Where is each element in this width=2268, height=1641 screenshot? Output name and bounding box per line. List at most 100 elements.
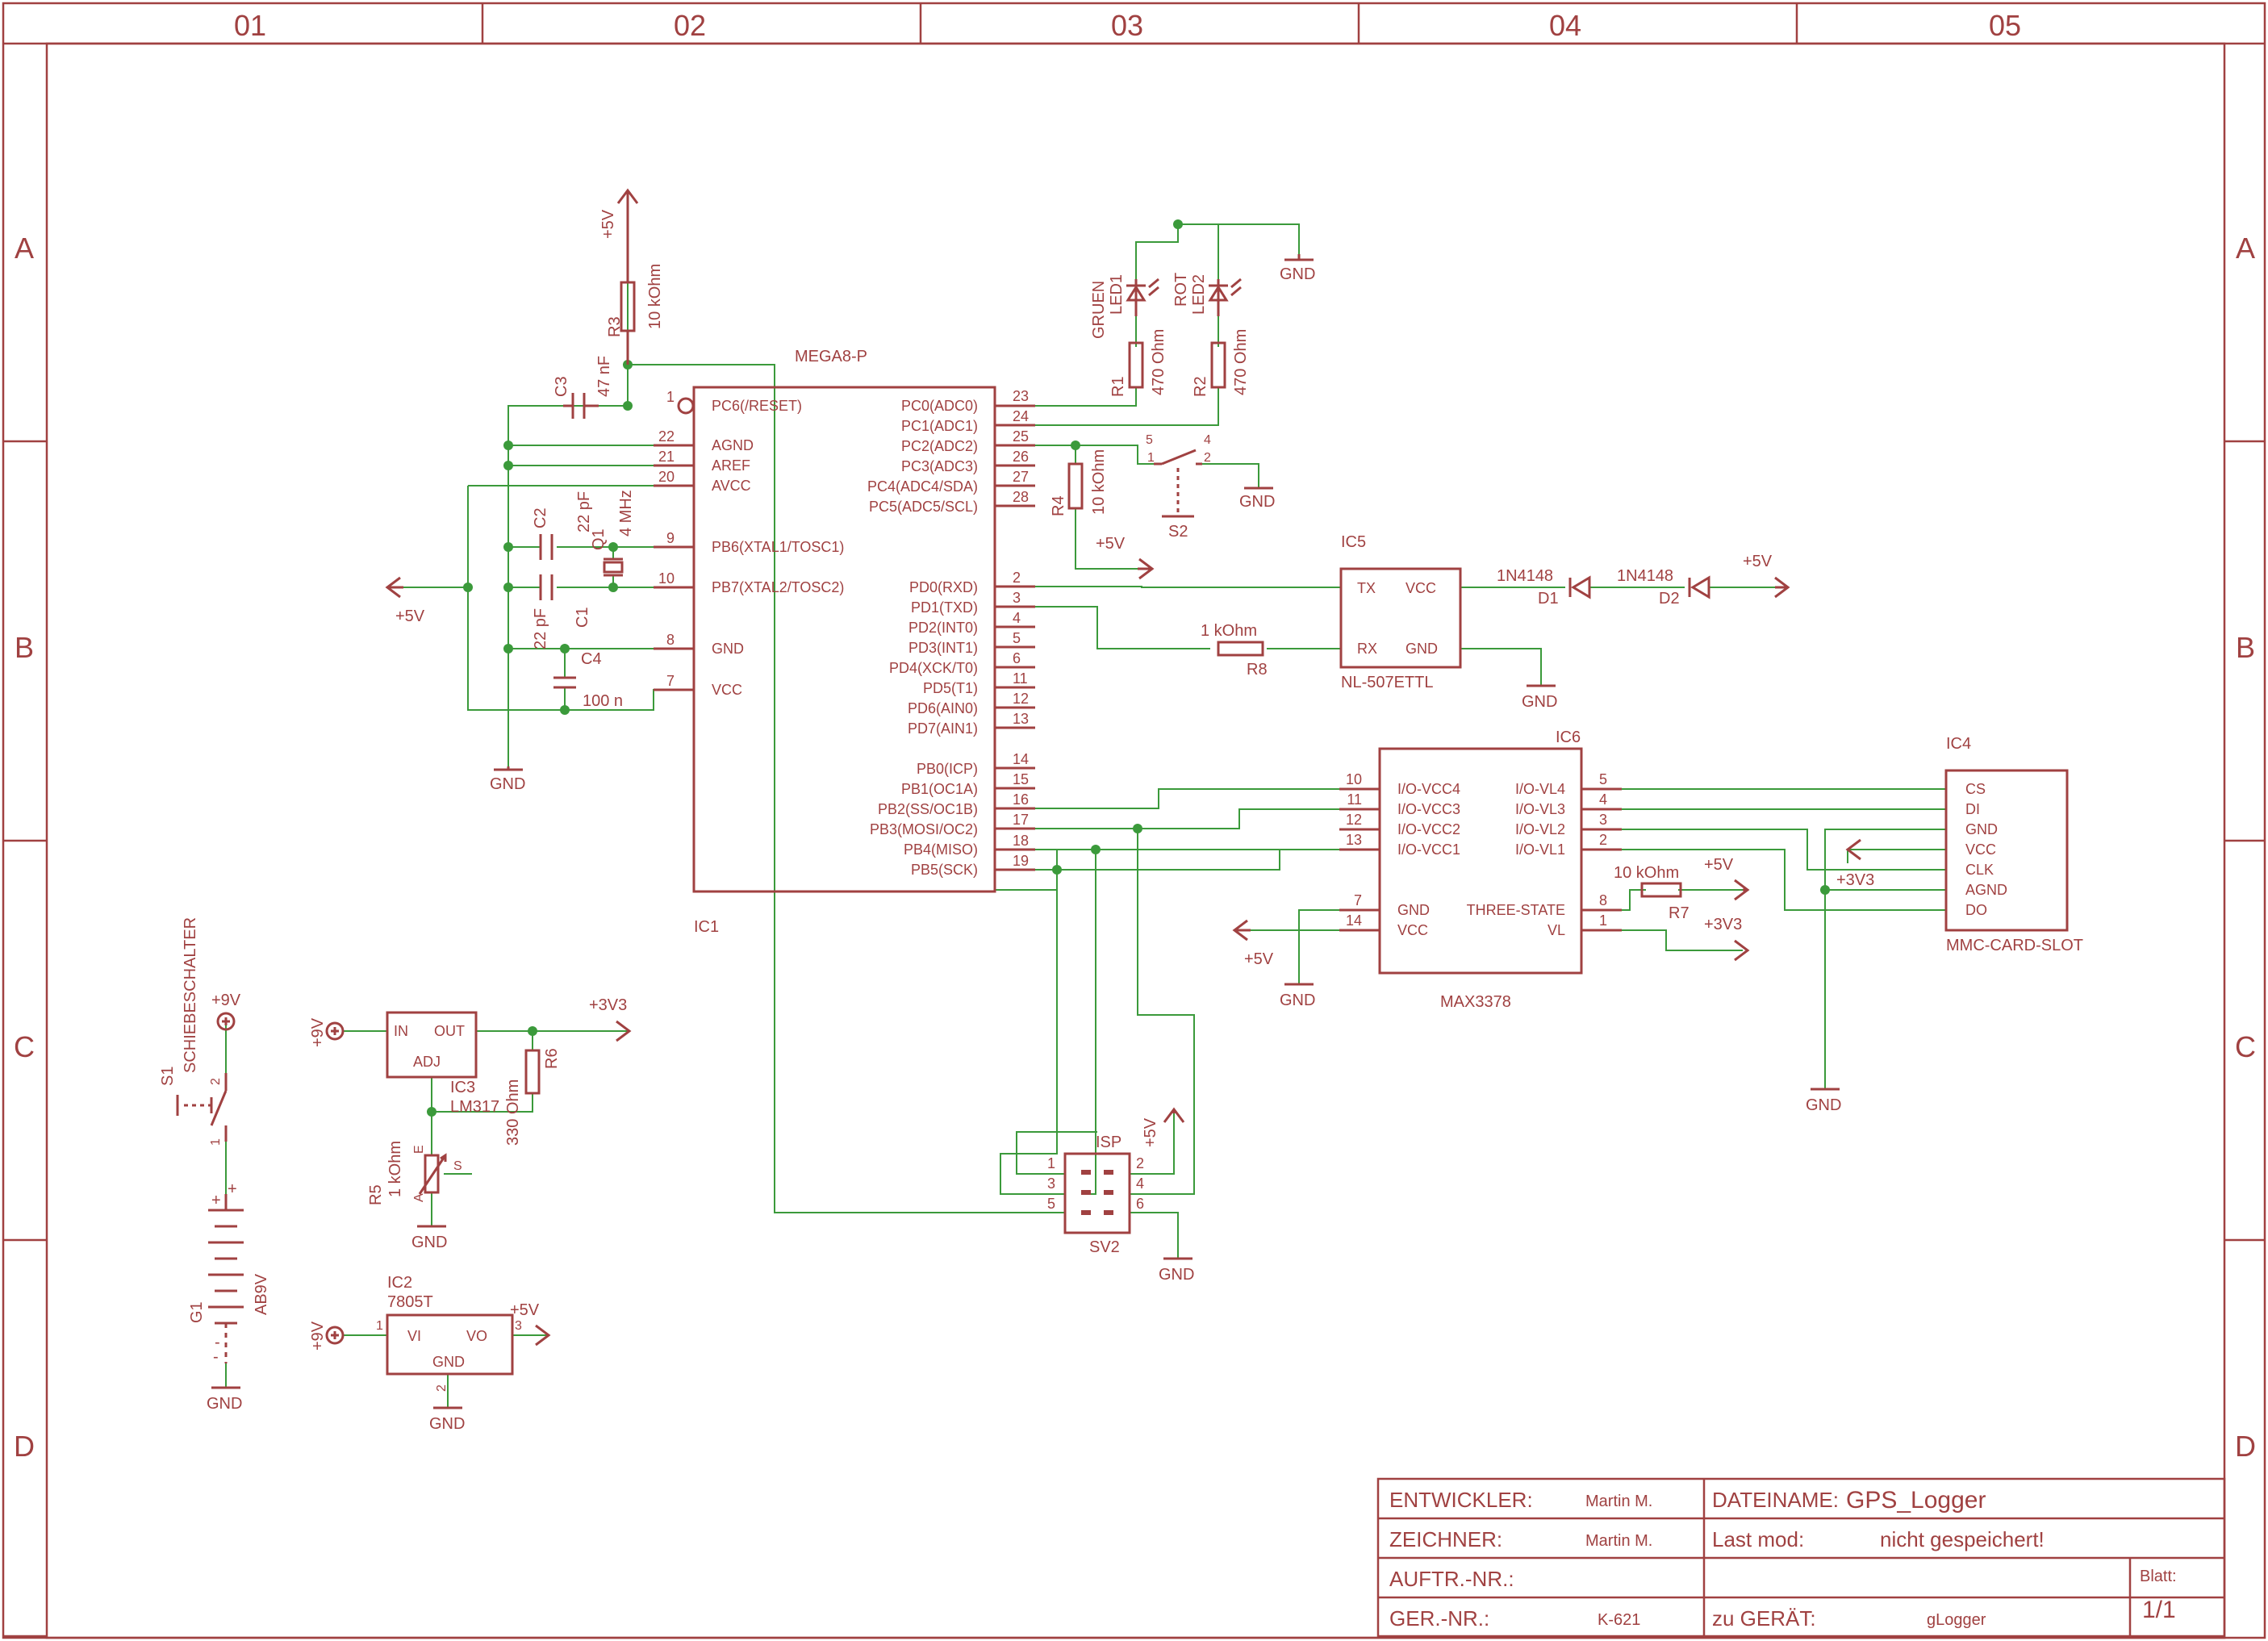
sv2-pin-1: 1 <box>1047 1155 1055 1171</box>
ic1-pin-number: 20 <box>658 469 675 485</box>
p9v-label: +9V <box>309 1321 327 1351</box>
p3v3-label: +3V3 <box>1704 916 1742 933</box>
ic1-pin-name: PC0(ADC0) <box>901 398 978 414</box>
s2-name: S2 <box>1168 523 1188 541</box>
entwickler-value: Martin M. <box>1585 1493 1652 1510</box>
ic4-pin-di: DI <box>1965 801 1980 817</box>
ic6-pin-name: I/O-VL2 <box>1515 821 1565 837</box>
ic1-pin-name: PD0(RXD) <box>909 579 978 595</box>
ic1-pin-number: 12 <box>1013 691 1029 707</box>
ic1-pin-name: PC6(/RESET) <box>712 398 802 414</box>
ic4-mmc-card-slot: IC4 MMC-CARD-SLOT <box>1944 735 2083 954</box>
supply-3v3-ic3: +3V3 <box>589 996 632 1042</box>
p5v-label: +5V <box>1096 535 1126 553</box>
zu-geraet-value: gLogger <box>1927 1611 1986 1629</box>
resistor-r2: R2 470 Ohm <box>1192 329 1250 397</box>
r5-value: 1 kOhm <box>386 1141 404 1197</box>
ic6-left-pin-stubs <box>1339 787 1380 932</box>
row-label-b-right: B <box>2236 631 2255 664</box>
ic1-pin-name: AGND <box>712 437 754 453</box>
ic3-pin-out: OUT <box>434 1023 465 1039</box>
row-label-a-left: A <box>15 232 34 265</box>
ic1-right-pin-stubs <box>995 404 1035 871</box>
gnd-symbol-ic2: GND <box>429 1406 465 1433</box>
resistor-r3: R3 10 kOhm <box>606 203 664 365</box>
blatt-value: 1/1 <box>2142 1597 2176 1623</box>
ic6-left-pin-names: I/O-VCC4 I/O-VCC3 I/O-VCC2 I/O-VCC1 GND … <box>1397 781 1460 938</box>
ic6-pin-name: I/O-VCC2 <box>1397 821 1460 837</box>
zu-geraet-label: zu GERÄT: <box>1712 1606 1816 1631</box>
ic1-pin-number: 6 <box>1013 650 1021 666</box>
r3-name: R3 <box>606 316 624 337</box>
column-label-4: 04 <box>1549 9 1581 42</box>
ic1-pin-name: PB4(MISO) <box>904 841 978 858</box>
ic1-pin-number: 22 <box>658 428 675 445</box>
ic1-pin-name: PB5(SCK) <box>911 862 978 878</box>
c4-value: 100 n <box>583 692 623 710</box>
ic1-pin-name: PD2(INT0) <box>908 620 978 636</box>
ic1-right-pin-numbers: 23 24 25 26 27 28 2 3 4 5 6 11 12 13 14 … <box>1013 388 1029 869</box>
gnd-label: GND <box>1280 992 1315 1009</box>
resistor-r6: R6 330 Ohm <box>504 1048 561 1146</box>
ic1-pin-number: 28 <box>1013 489 1029 505</box>
r8-value: 1 kOhm <box>1201 622 1257 640</box>
ic6-pin-name: I/O-VL1 <box>1515 841 1565 858</box>
ic1-pin-name: PB7(XTAL2/TOSC2) <box>712 579 844 595</box>
ic1-left-pin-names: PC6(/RESET) AGND AREF AVCC PB6(XTAL1/TOS… <box>712 398 844 698</box>
r7-name: R7 <box>1669 904 1690 922</box>
ic1-pin-name: VCC <box>712 682 742 698</box>
row-label-b-left: B <box>15 631 34 664</box>
ic1-pin-number: 24 <box>1013 408 1029 424</box>
s1-pin1: 1 <box>209 1138 223 1146</box>
ic1-pin-number: 7 <box>666 673 675 689</box>
gnd-label: GND <box>490 775 525 793</box>
ic2-pin-gnd: GND <box>432 1354 465 1370</box>
r2-name: R2 <box>1192 376 1209 397</box>
q1-name: Q1 <box>590 528 608 550</box>
ic1-pin-name: PD3(INT1) <box>908 640 978 656</box>
ic2-pin-2: 2 <box>435 1384 449 1392</box>
column-label-2: 02 <box>674 9 706 42</box>
g1-minus-1: - <box>213 1348 219 1366</box>
p5v-label: +5V <box>599 209 617 239</box>
r5-name: R5 <box>367 1184 385 1205</box>
ic6-pin-number: 2 <box>1599 832 1607 848</box>
ic1-pin-number: 19 <box>1013 853 1029 869</box>
r6-name: R6 <box>543 1048 561 1069</box>
supply-5v-d2: +5V <box>1743 553 1790 599</box>
sv2-name: SV2 <box>1089 1238 1120 1256</box>
p5v-label: +5V <box>1244 950 1274 968</box>
ic6-right-pin-numbers: 5 4 3 2 8 1 <box>1599 771 1607 929</box>
ic6-pin-name: VL <box>1548 922 1565 938</box>
r3-value: 10 kOhm <box>646 264 664 329</box>
supply-9v-ic3: +9V <box>309 1017 345 1047</box>
ic2-name: IC2 <box>387 1274 412 1292</box>
crystal-q1: Q1 4 MHz <box>590 490 635 577</box>
s1-name: S1 <box>159 1067 177 1086</box>
ic2-pin-1: 1 <box>376 1319 383 1333</box>
c1-name: C1 <box>574 607 591 628</box>
ic4-value: MMC-CARD-SLOT <box>1946 937 2083 954</box>
q1-value: 4 MHz <box>617 490 635 537</box>
ic1-pin-number: 3 <box>1013 590 1021 606</box>
sv2-pin-5: 5 <box>1047 1196 1055 1212</box>
ic1-pin-number: 21 <box>658 449 675 465</box>
ic4-pin-vcc: VCC <box>1965 841 1996 858</box>
supply-9v-s1: +9V <box>211 992 241 1031</box>
battery-g1: + + - - G1 AB9V <box>188 1180 270 1366</box>
ic1-pin-name: PC5(ADC5/SCL) <box>869 499 978 515</box>
column-label-1: 01 <box>234 9 266 42</box>
zeichner-label: ZEICHNER: <box>1389 1527 1502 1551</box>
d1-name: D1 <box>1538 590 1559 608</box>
ic2-7805t: VI VO GND 1 3 2 IC2 7805T <box>376 1274 522 1392</box>
supply-3v3-mmc: +3V3 <box>1836 838 1874 889</box>
supply-5v-r7: +5V <box>1704 856 1750 901</box>
s1-value: SCHIEBESCHALTER <box>182 917 199 1073</box>
ic5-pin-gnd: GND <box>1405 641 1438 657</box>
ic1-pin-number: 5 <box>1013 630 1021 646</box>
p5v-label: +5V <box>510 1301 540 1319</box>
ic6-right-pin-stubs <box>1581 787 1622 932</box>
gnd-label: GND <box>411 1234 447 1251</box>
ic6-pin-name: I/O-VCC4 <box>1397 781 1460 797</box>
row-label-d-left: D <box>14 1430 35 1463</box>
